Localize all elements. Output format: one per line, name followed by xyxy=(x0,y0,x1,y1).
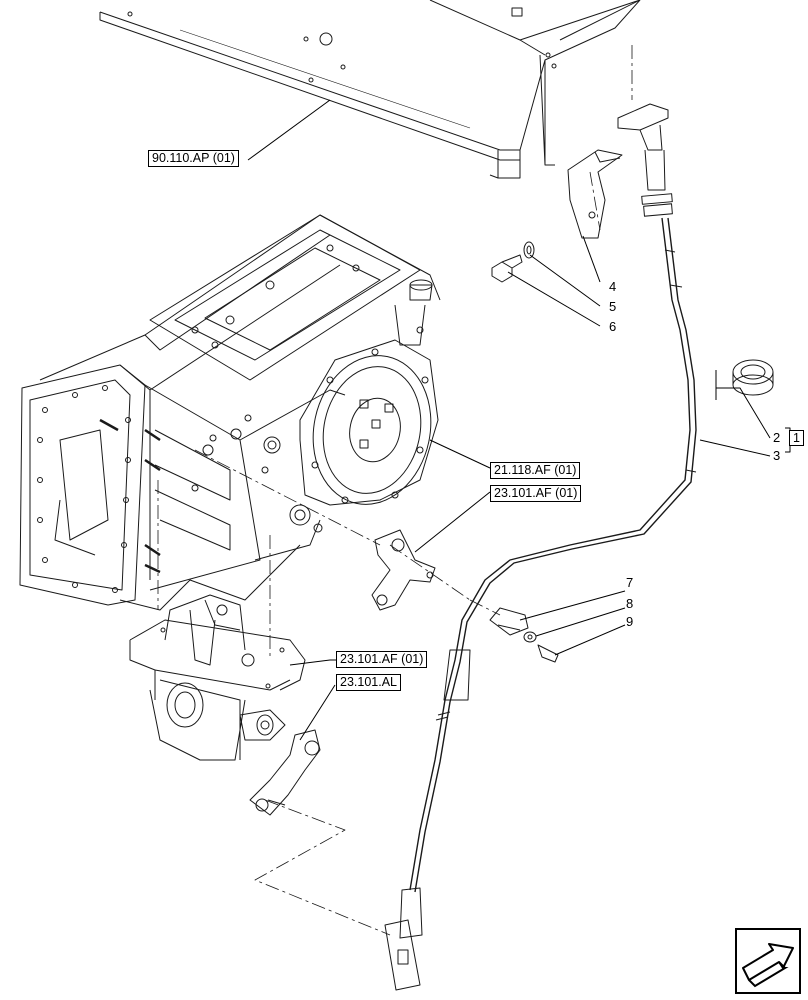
ref-23-101-af-lower[interactable]: 23.101.AF (01) xyxy=(336,651,428,668)
ref-21-118-af[interactable]: 21.118.AF (01) xyxy=(490,462,581,479)
callout-1: 1 xyxy=(789,430,804,446)
washer-5 xyxy=(523,241,535,259)
shift-lever-lower xyxy=(249,729,321,816)
callout-6: 6 xyxy=(609,319,617,334)
callout-4: 4 xyxy=(609,279,617,294)
ref-23-101-al[interactable]: 23.101.AL xyxy=(336,674,401,691)
bolt-9 xyxy=(537,644,559,663)
platform-plate xyxy=(99,0,641,179)
shift-lever-upper xyxy=(371,529,436,611)
leader-lines xyxy=(247,99,791,741)
cable-handle xyxy=(617,103,673,217)
transmission-housing xyxy=(19,214,441,611)
ref-23-101-af-upper[interactable]: 23.101.AF (01) xyxy=(490,485,582,502)
control-housing xyxy=(129,594,306,761)
callout-8: 8 xyxy=(626,596,634,611)
callout-3: 3 xyxy=(773,448,781,463)
callout-9: 9 xyxy=(626,614,634,629)
callout-5: 5 xyxy=(609,299,617,314)
washer-8 xyxy=(523,631,537,643)
ref-90-110-ap[interactable]: 90.110.AP (01) xyxy=(148,150,239,167)
callout-2: 2 xyxy=(773,430,781,445)
clip-7 xyxy=(489,607,529,636)
next-page-arrow-icon[interactable] xyxy=(735,928,801,994)
grommet xyxy=(732,359,774,396)
control-cable xyxy=(384,217,697,991)
callout-7: 7 xyxy=(626,575,634,590)
bracket-plate xyxy=(567,149,623,239)
bolt-6 xyxy=(491,254,523,283)
